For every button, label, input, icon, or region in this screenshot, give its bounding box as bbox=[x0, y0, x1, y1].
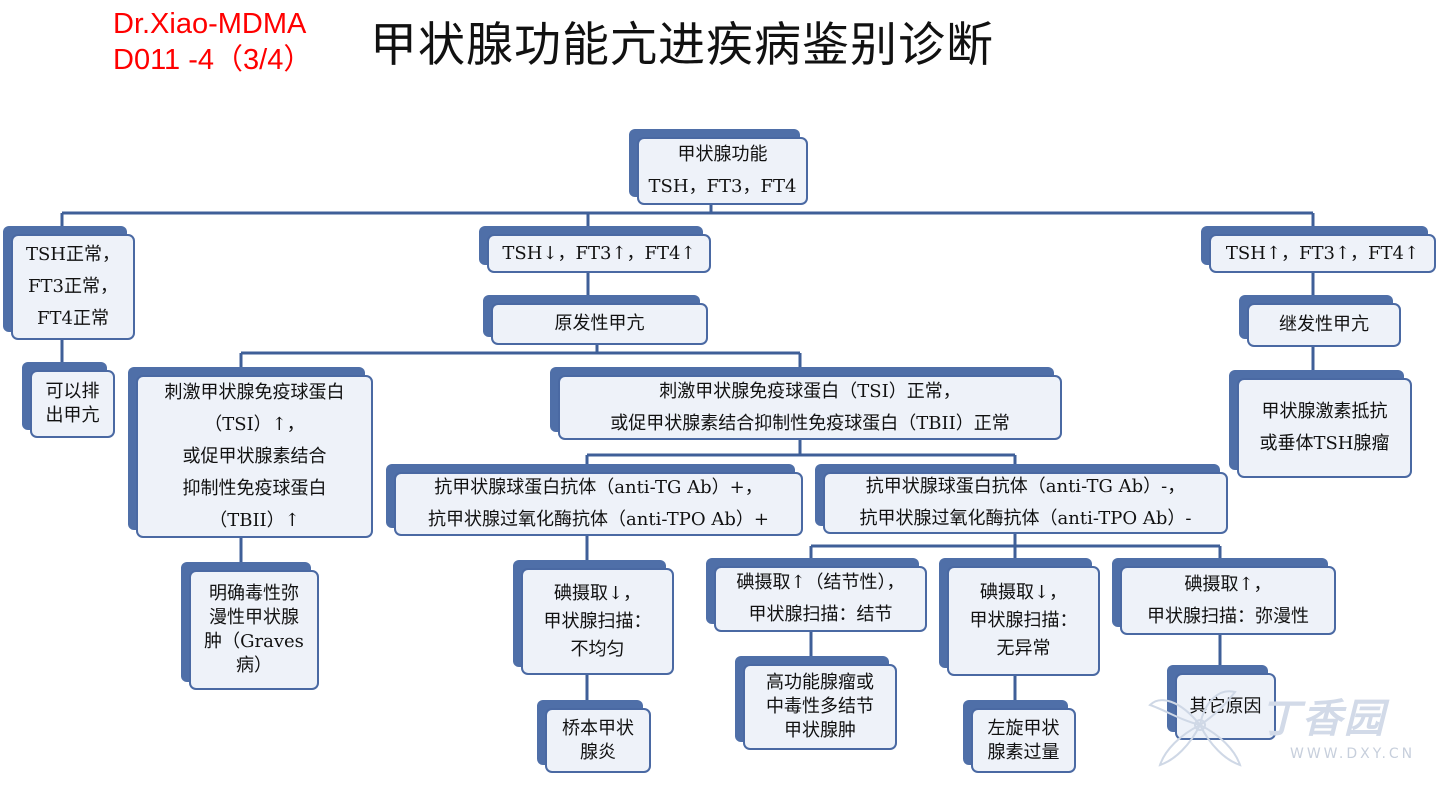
node-label: 明确毒性弥 漫性甲状腺 肿（Graves 病） bbox=[189, 570, 319, 690]
node-iodine-nodular: 碘摄取↑（结节性）， 甲状腺扫描：结节 bbox=[706, 558, 927, 632]
connector-abneg bbox=[809, 534, 1222, 558]
node-label: 甲状腺激素抵抗 或垂体TSH腺瘤 bbox=[1237, 378, 1412, 478]
node-label: 其它原因 bbox=[1175, 673, 1276, 740]
node-iodine-low-normal: 碘摄取↓， 甲状腺扫描： 无异常 bbox=[939, 558, 1100, 676]
connector-primary bbox=[239, 345, 802, 367]
node-secondary-hyperthyroidism: 继发性甲亢 bbox=[1239, 295, 1401, 347]
node-label: 碘摄取↑， 甲状腺扫描：弥漫性 bbox=[1120, 566, 1336, 635]
node-tsh-normal: TSH正常， FT3正常， FT4正常 bbox=[3, 226, 135, 340]
connector-root bbox=[60, 205, 1315, 227]
node-label: 继发性甲亢 bbox=[1247, 303, 1401, 347]
watermark-url: WWW.DXY.CN bbox=[1290, 746, 1416, 762]
node-antibody-negative: 抗甲状腺球蛋白抗体（anti-TG Ab）-， 抗甲状腺过氧化酶抗体（anti-… bbox=[815, 464, 1228, 534]
node-label: 抗甲状腺球蛋白抗体（anti-TG Ab）-， 抗甲状腺过氧化酶抗体（anti-… bbox=[823, 472, 1228, 534]
node-label: TSH↓，FT3↑，FT4↑ bbox=[487, 234, 711, 273]
node-antibody-positive: 抗甲状腺球蛋白抗体（anti-TG Ab）+， 抗甲状腺过氧化酶抗体（anti-… bbox=[386, 464, 803, 536]
node-label: TSH↑，FT3↑，FT4↑ bbox=[1209, 234, 1436, 273]
node-label: 刺激甲状腺免疫球蛋白（TSI）正常， 或促甲状腺素结合抑制性免疫球蛋白（TBII… bbox=[558, 375, 1062, 440]
node-primary-hyperthyroidism: 原发性甲亢 bbox=[483, 295, 708, 345]
node-label: 抗甲状腺球蛋白抗体（anti-TG Ab）+， 抗甲状腺过氧化酶抗体（anti-… bbox=[394, 472, 803, 536]
node-label: 甲状腺功能 TSH，FT3，FT4 bbox=[637, 137, 808, 205]
slide-title: 甲状腺功能亢进疾病鉴别诊断 bbox=[370, 18, 994, 73]
node-label: 左旋甲状 腺素过量 bbox=[971, 708, 1076, 773]
node-label: 碘摄取↑（结节性）， 甲状腺扫描：结节 bbox=[714, 566, 927, 632]
node-label: 高功能腺瘤或 中毒性多结节 甲状腺肿 bbox=[743, 664, 897, 750]
node-secondary-cause: 甲状腺激素抵抗 或垂体TSH腺瘤 bbox=[1229, 370, 1412, 478]
node-label: TSH正常， FT3正常， FT4正常 bbox=[11, 234, 135, 340]
node-label: 可以排 出甲亢 bbox=[30, 370, 115, 438]
node-tsi-normal: 刺激甲状腺免疫球蛋白（TSI）正常， 或促甲状腺素结合抑制性免疫球蛋白（TBII… bbox=[550, 367, 1062, 440]
watermark-text: 丁香园 bbox=[1260, 696, 1386, 742]
connector-tsinorm bbox=[585, 440, 1017, 464]
node-levothyroxine-excess: 左旋甲状 腺素过量 bbox=[963, 700, 1076, 773]
node-other-causes: 其它原因 bbox=[1167, 665, 1276, 740]
node-graves-disease: 明确毒性弥 漫性甲状腺 肿（Graves 病） bbox=[181, 562, 319, 690]
node-label: 原发性甲亢 bbox=[491, 303, 708, 345]
node-label: 桥本甲状 腺炎 bbox=[545, 708, 651, 773]
dxy-watermark: 丁香园 WWW.DXY.CN bbox=[1140, 680, 1420, 770]
node-label: 刺激甲状腺免疫球蛋白 （TSI）↑， 或促甲状腺素结合 抑制性免疫球蛋白 （TB… bbox=[136, 375, 373, 538]
slide-code: Dr.Xiao-MDMA D011 -4（3/4） bbox=[113, 8, 313, 76]
flower-logo-icon bbox=[1148, 690, 1242, 767]
node-iodine-diffuse: 碘摄取↑， 甲状腺扫描：弥漫性 bbox=[1112, 558, 1336, 635]
node-hashimoto: 桥本甲状 腺炎 bbox=[537, 700, 651, 773]
node-tsh-low: TSH↓，FT3↑，FT4↑ bbox=[479, 226, 711, 273]
node-label: 碘摄取↓， 甲状腺扫描： 不均匀 bbox=[521, 568, 674, 675]
node-iodine-low-uneven: 碘摄取↓， 甲状腺扫描： 不均匀 bbox=[513, 560, 674, 675]
node-label: 碘摄取↓， 甲状腺扫描： 无异常 bbox=[947, 566, 1100, 676]
node-toxic-adenoma: 高功能腺瘤或 中毒性多结节 甲状腺肿 bbox=[735, 656, 897, 750]
node-tsi-elevated: 刺激甲状腺免疫球蛋白 （TSI）↑， 或促甲状腺素结合 抑制性免疫球蛋白 （TB… bbox=[128, 367, 373, 538]
node-thyroid-function: 甲状腺功能 TSH，FT3，FT4 bbox=[629, 129, 808, 205]
node-tsh-high: TSH↑，FT3↑，FT4↑ bbox=[1201, 226, 1436, 273]
node-exclude-hyperthyroid: 可以排 出甲亢 bbox=[22, 362, 115, 438]
